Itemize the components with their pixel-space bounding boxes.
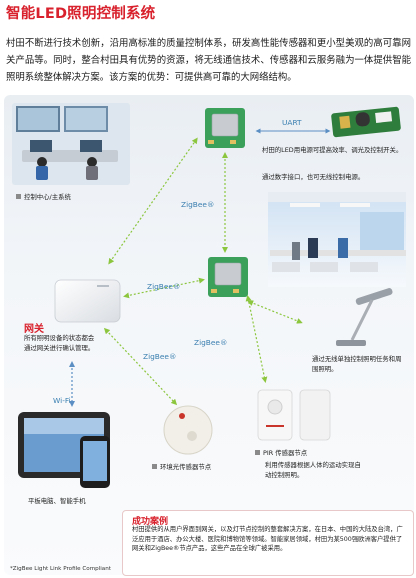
gateway-title: 网关 [24, 324, 44, 335]
control-room-illustration [12, 103, 130, 185]
gateway-device-illustration [54, 279, 121, 323]
zigbee-label-sensor: ZigBee® [143, 352, 177, 361]
pir-sensor-illustration [257, 389, 331, 441]
success-case-text: 村田提供的从用户界面到网关，以及灯节点控制的整套解决方案，在日本、中国的大陆及台… [132, 526, 403, 553]
office-illustration [268, 192, 406, 287]
ambient-sensor-label: 环境光传感器节点 [152, 463, 211, 473]
zigbee-module-bottom [208, 257, 248, 297]
footnote: *ZigBee Light Link Profile Compliant [10, 566, 111, 572]
zigbee-module-top [205, 108, 245, 148]
zigbee-connection-lines [103, 137, 303, 406]
square-bullet-icon [16, 194, 21, 199]
digital-interface-note: 通过数字接口，也可无线控制电源。 [262, 173, 365, 181]
intro-paragraph: 村田不断进行技术创新，沿用高标准的质量控制体系，研发高性能传感器和更小型美观的高… [6, 38, 411, 83]
success-case-title: 成功案例 [132, 517, 169, 527]
led-power-description: 村田的LED用电源可提高效率、调光及控制开关。 [262, 146, 403, 154]
square-bullet-icon [152, 464, 157, 469]
zigbee-label-top: ZigBee® [181, 200, 215, 209]
uart-label: UART [282, 118, 302, 127]
lamp-description: 通过无线单独控制照明任务和周围照明。 [312, 355, 402, 373]
square-bullet-icon [255, 450, 260, 455]
led-power-supply-illustration [331, 106, 401, 138]
success-case-box [122, 510, 414, 576]
wifi-label: Wi-Fi [53, 396, 71, 405]
ambient-light-sensor-illustration [163, 405, 213, 455]
gateway-description: 所有照明设备的状态都会通过网关进行确认管理。 [24, 334, 95, 352]
desk-lamp-illustration [336, 288, 393, 346]
tablet-label: 平板电脑、智能手机 [28, 497, 86, 505]
control-center-label: 控制中心/主系统 [16, 193, 71, 203]
page-title: 智能LED照明控制系统 [6, 6, 156, 22]
pir-sensor-description: 利用传感器根据人体的运动实现自动控制照明。 [265, 461, 361, 479]
pir-sensor-label: PIR 传感器节点 [255, 449, 307, 459]
zigbee-label-gateway: ZigBee® [147, 282, 181, 291]
zigbee-label-bottom: ZigBee® [194, 338, 228, 347]
tablet-phone-illustration [18, 412, 110, 488]
